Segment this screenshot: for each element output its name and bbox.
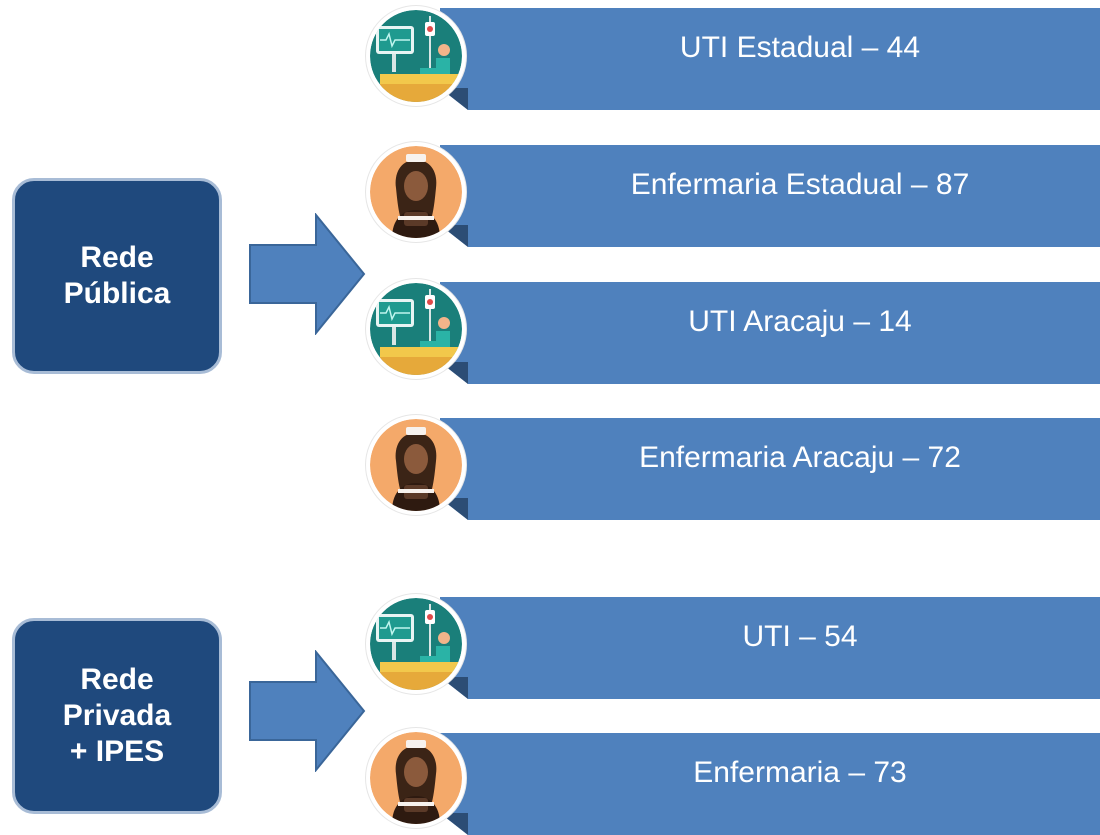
group-box-rede-privada: Rede Privada + IPES — [12, 618, 222, 814]
group-box-rede-publica: Rede Pública — [12, 178, 222, 374]
category-banner: UTI Estadual – 44 — [440, 8, 1100, 110]
group-label-line: Privada — [62, 699, 172, 732]
group-label-line: + IPES — [69, 735, 165, 768]
nurse-icon — [370, 732, 462, 824]
nurse-icon — [370, 146, 462, 238]
group-label-line: Rede — [80, 663, 154, 696]
category-label: Enfermaria – 73 — [693, 756, 907, 789]
badge-nurse — [366, 142, 466, 242]
badge-icu — [366, 279, 466, 379]
right-arrow-icon — [249, 213, 366, 335]
icu-bed-icon — [370, 598, 462, 690]
category-label: UTI Estadual – 44 — [679, 31, 921, 64]
category-banner: Enfermaria – 73 — [440, 733, 1100, 835]
group-label-line: Rede — [80, 241, 154, 274]
category-label: UTI – 54 — [742, 620, 858, 653]
category-banner: Enfermaria Aracaju – 72 — [440, 418, 1100, 520]
badge-icu — [366, 594, 466, 694]
category-banner: Enfermaria Estadual – 87 — [440, 145, 1100, 247]
right-arrow-icon — [249, 650, 366, 772]
category-label: Enfermaria Estadual – 87 — [630, 168, 970, 201]
badge-icu — [366, 6, 466, 106]
group-label-line: Pública — [63, 277, 171, 310]
icu-bed-icon — [370, 283, 462, 375]
category-banner: UTI – 54 — [440, 597, 1100, 699]
category-banner: UTI Aracaju – 14 — [440, 282, 1100, 384]
nurse-icon — [370, 419, 462, 511]
badge-nurse — [366, 728, 466, 828]
icu-bed-icon — [370, 10, 462, 102]
category-label: UTI Aracaju – 14 — [688, 305, 912, 338]
badge-nurse — [366, 415, 466, 515]
category-label: Enfermaria Aracaju – 72 — [639, 441, 961, 474]
